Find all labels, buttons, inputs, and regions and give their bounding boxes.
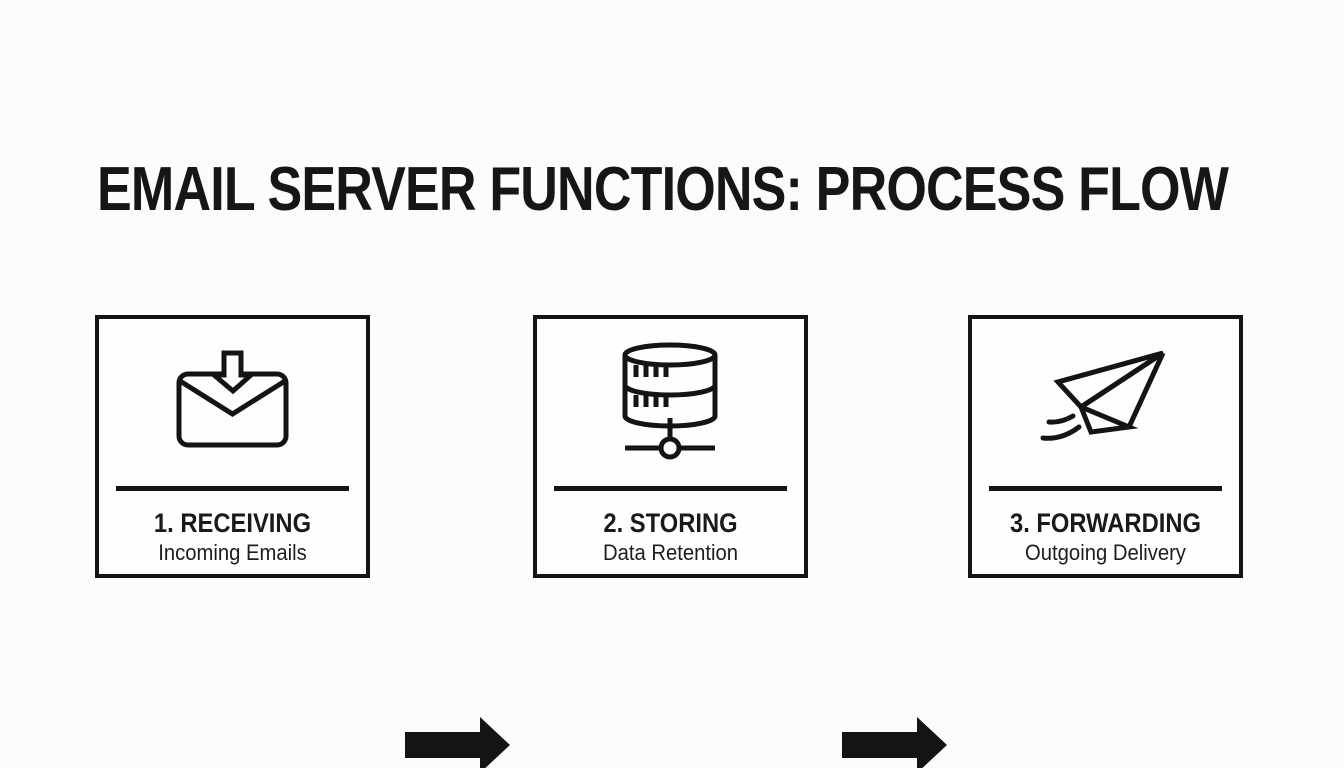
incoming-email-icon [99, 319, 366, 479]
database-icon [537, 319, 804, 479]
step-sublabel: Incoming Emails [158, 540, 307, 565]
step-box-storing: 2. STORING Data Retention [533, 315, 808, 578]
step-sublabel: Data Retention [602, 540, 739, 565]
step-label: 1. RECEIVING [153, 508, 312, 538]
step-sublabel: Outgoing Delivery [1025, 540, 1186, 565]
flow-row: 1. RECEIVING Incoming Emails [0, 315, 1344, 768]
step-box-forwarding: 3. FORWARDING Outgoing Delivery [968, 315, 1243, 578]
paper-plane-icon [972, 319, 1239, 479]
step-label: 2. STORING [603, 508, 738, 538]
page-title: EMAIL SERVER FUNCTIONS: PROCESS FLOW [97, 155, 1229, 224]
label-divider [989, 486, 1222, 491]
label-divider [554, 486, 787, 491]
right-arrow-icon [842, 717, 947, 768]
right-arrow-icon [405, 717, 510, 768]
step-box-receiving: 1. RECEIVING Incoming Emails [95, 315, 370, 578]
step-label: 3. FORWARDING [1010, 508, 1201, 538]
label-divider [116, 486, 349, 491]
